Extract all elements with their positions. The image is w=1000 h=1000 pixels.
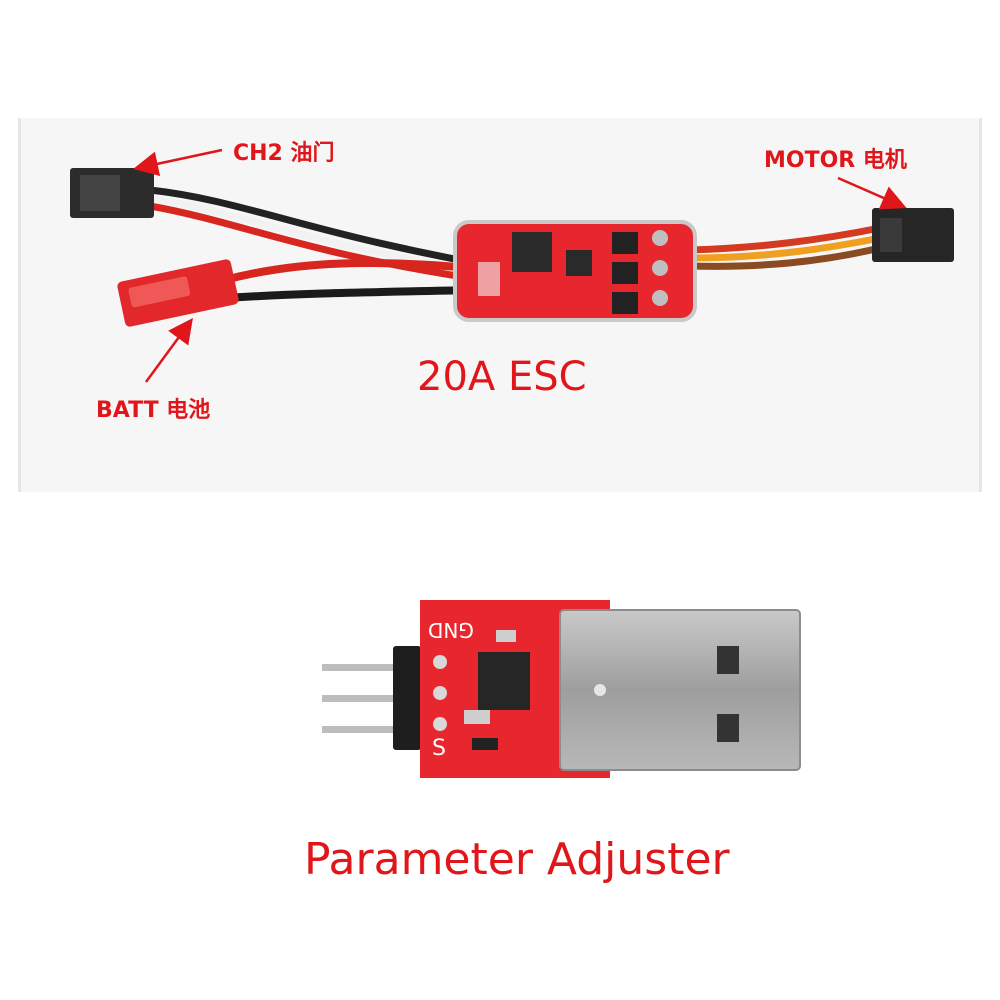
usb-plug — [559, 609, 801, 771]
gnd-silkscreen: GND — [428, 618, 474, 642]
motor-connector — [872, 208, 954, 262]
esc-wires — [149, 186, 881, 302]
esc-title: 20A ESC — [417, 354, 587, 400]
label-arrows — [133, 148, 907, 383]
adjuster-pins — [322, 646, 421, 750]
batt-connector — [117, 259, 239, 327]
adjuster-title: Parameter Adjuster — [304, 834, 730, 885]
ch2-throttle-label: CH2 油门 — [233, 141, 335, 166]
signal-silkscreen: S — [432, 736, 446, 761]
batt-label: BATT 电池 — [96, 398, 211, 423]
motor-label: MOTOR 电机 — [764, 148, 907, 173]
esc-board — [453, 220, 697, 322]
ch2-connector — [70, 168, 154, 218]
